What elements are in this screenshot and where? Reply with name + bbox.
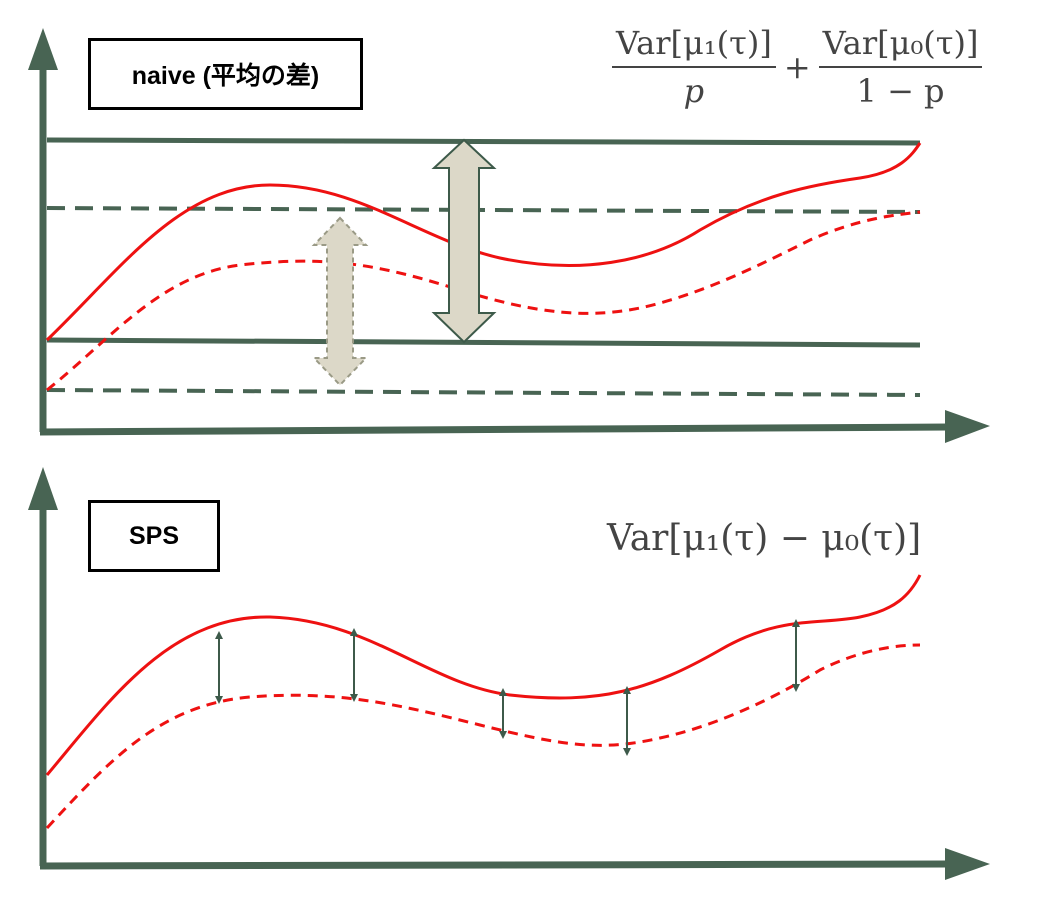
naive-upper-dashed-bound	[46, 206, 921, 214]
sps-y-axis-arrowhead	[28, 467, 58, 510]
naive-solid-band-double-arrow	[431, 138, 497, 344]
sps-panel	[28, 467, 990, 880]
term-control-numerator: Var[μ₀(τ)]	[818, 24, 983, 68]
naive-label: naive (平均の差)	[131, 62, 320, 90]
naive-upper-solid-bound	[46, 137, 921, 146]
term-control-denominator: 1 − p	[856, 72, 945, 110]
naive-lower-solid-bound	[46, 337, 921, 348]
sps-control-curve	[45, 643, 921, 830]
term-treated-denominator: p	[683, 72, 705, 110]
sps-x-axis	[39, 860, 951, 870]
formula-term-control: Var[μ₀(τ)] 1 − p	[818, 24, 983, 110]
naive-panel	[28, 28, 990, 443]
naive-x-axis-arrowhead	[945, 410, 990, 443]
formula-term-treated: Var[μ₁(τ)] p	[612, 24, 776, 110]
sps-variance-formula: Var[μ₁(τ) − μ₀(τ)]	[607, 518, 921, 559]
naive-treated-curve	[45, 142, 922, 342]
naive-lower-dashed-bound	[46, 388, 921, 397]
sps-x-axis-arrowhead	[945, 848, 990, 880]
term-treated-numerator: Var[μ₁(τ)]	[612, 24, 776, 68]
sps-label: SPS	[128, 521, 180, 550]
naive-y-axis-arrowhead	[28, 28, 58, 70]
sps-treated-curve	[45, 574, 922, 776]
sps-formula-text: Var[μ₁(τ) − μ₀(τ)]	[607, 518, 922, 559]
naive-x-axis	[39, 423, 951, 436]
naive-variance-formula: Var[μ₁(τ)] p + Var[μ₀(τ)] 1 − p	[612, 24, 983, 110]
sps-label-box: SPS	[88, 500, 220, 572]
naive-dashed-band-double-arrow	[311, 216, 369, 387]
naive-control-curve	[46, 210, 921, 392]
formula-plus: +	[783, 48, 811, 86]
naive-label-box: naive (平均の差)	[88, 38, 363, 110]
